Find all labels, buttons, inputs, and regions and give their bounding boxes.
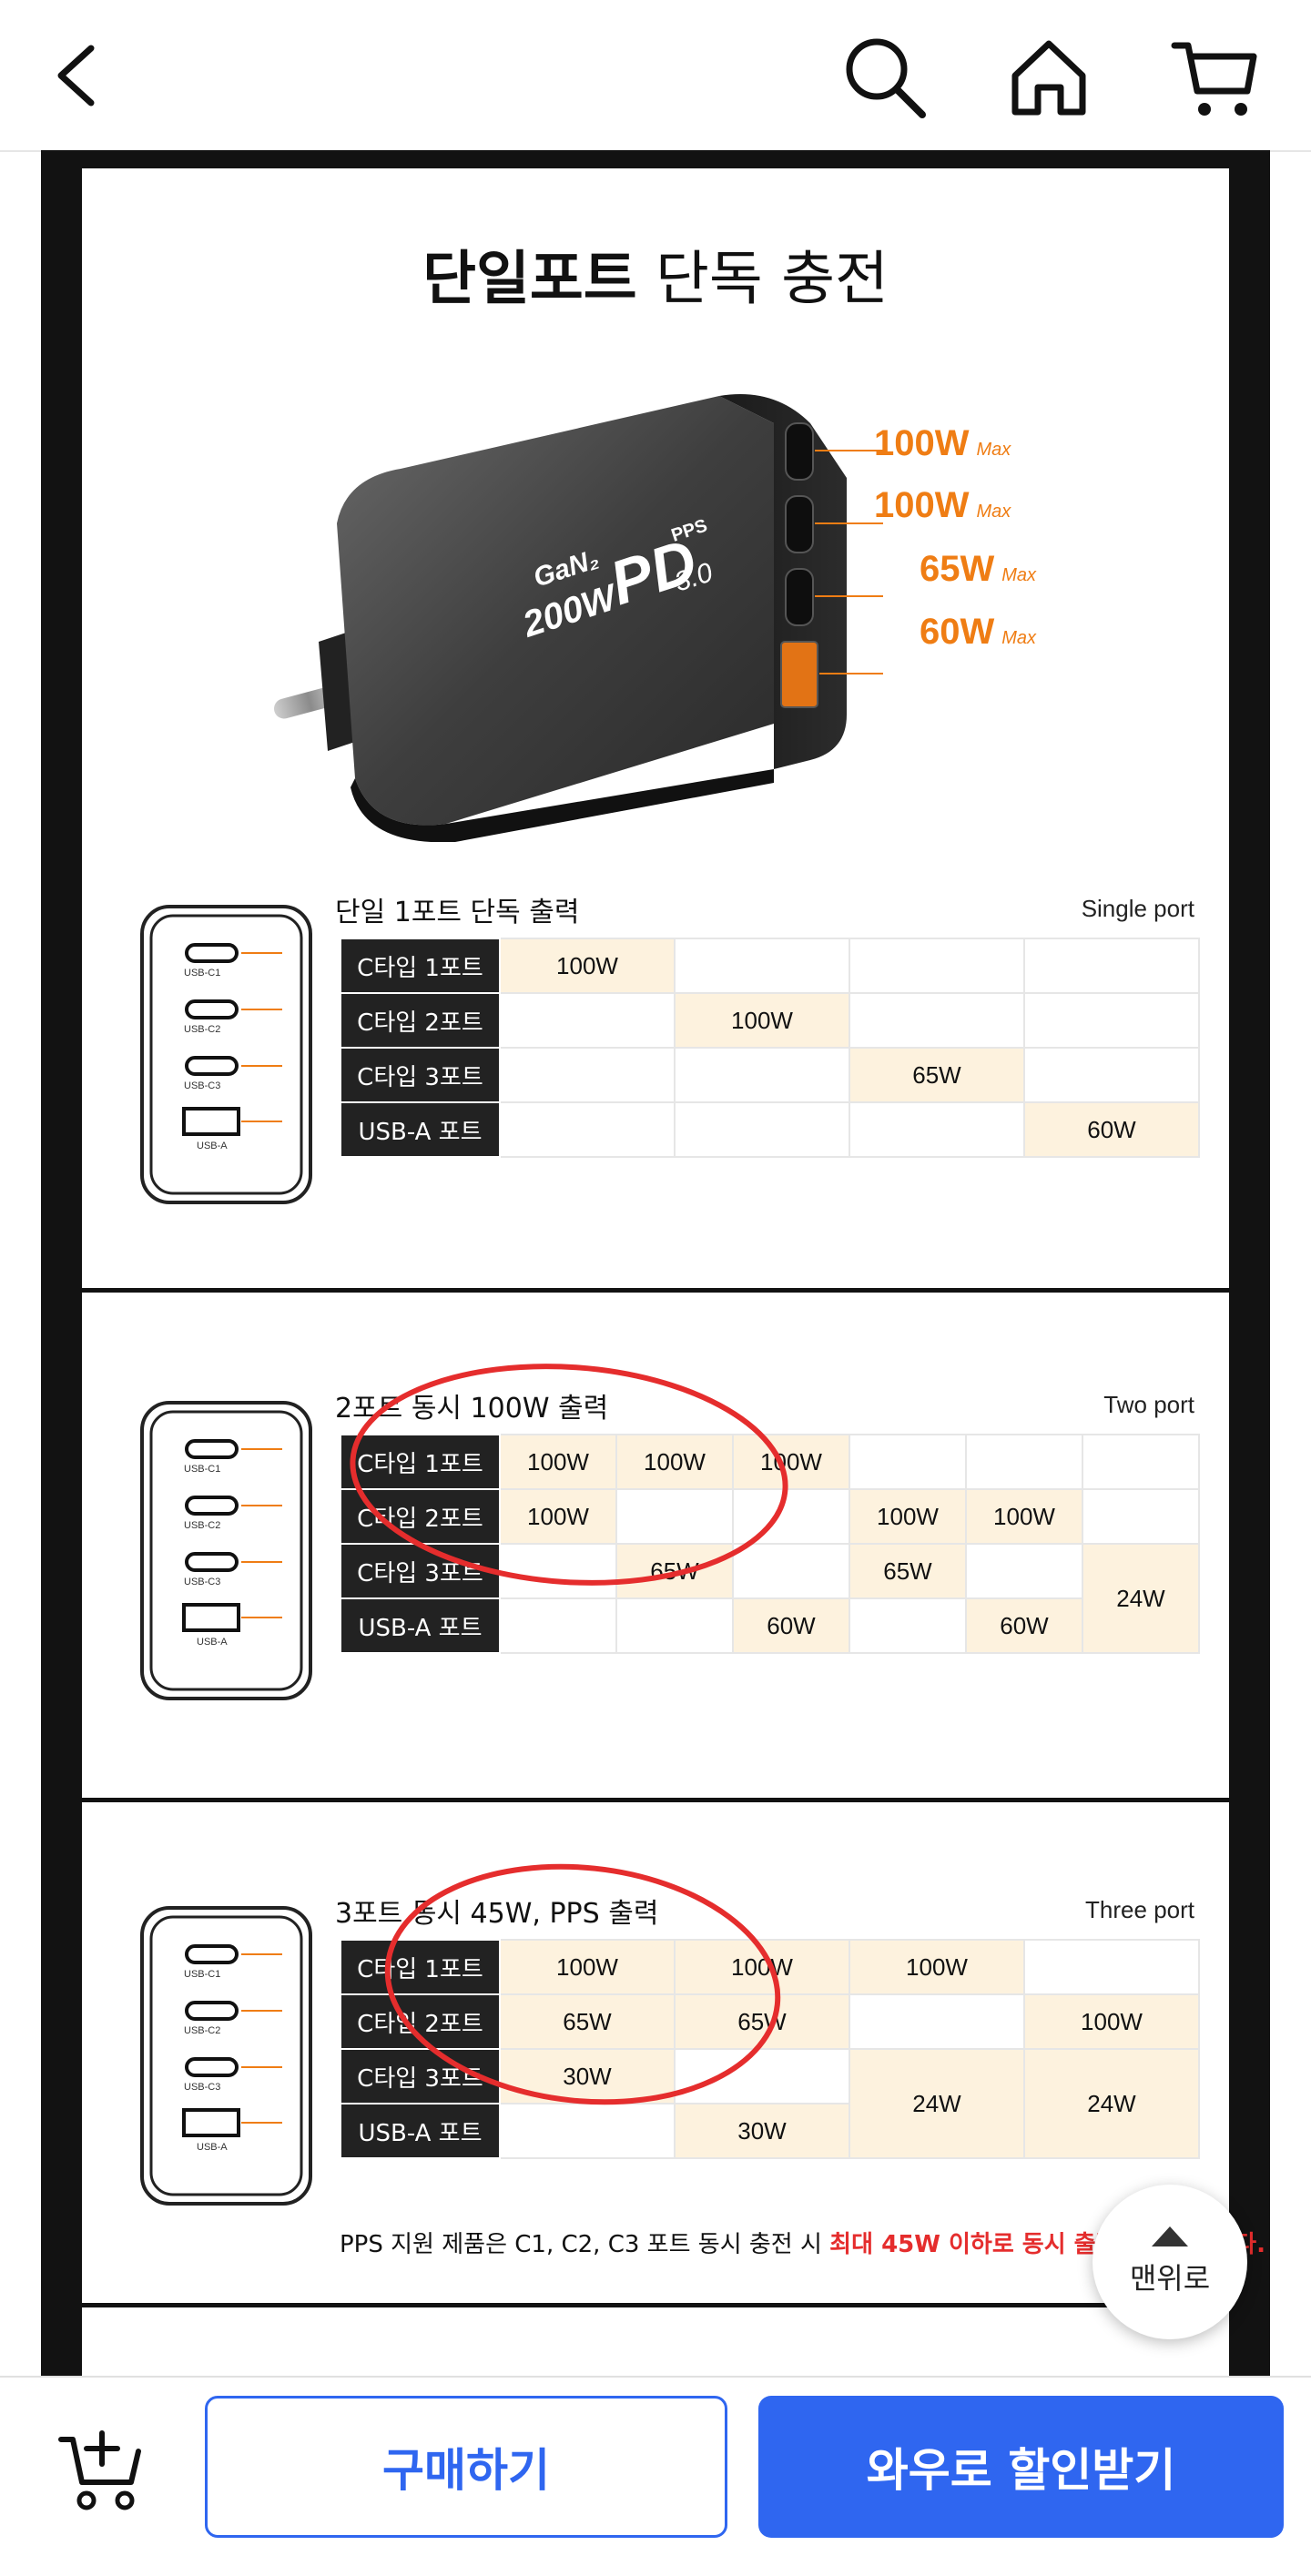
- charger-port-diagram: USB-C1 USB-C2 USB-C3 USB-A: [140, 905, 312, 1204]
- home-icon[interactable]: [1006, 35, 1092, 121]
- svg-text:USB-A: USB-A: [197, 1141, 228, 1151]
- table-row: USB-A 포트 60W: [340, 1101, 1200, 1158]
- single-port-table: C타입 1포트 100W C타입 2포트 100W C타입 3포트 65W: [340, 938, 1200, 1158]
- svg-text:USB-C2: USB-C2: [184, 1520, 220, 1531]
- cart-icon[interactable]: [1170, 36, 1261, 123]
- table-row: USB-A 포트 30W: [340, 2103, 1199, 2159]
- table-row: C타입 2포트 100W: [340, 992, 1200, 1049]
- svg-text:USB-C3: USB-C3: [184, 2082, 220, 2093]
- buy-button[interactable]: 구매하기: [205, 2396, 727, 2538]
- svg-text:USB-C3: USB-C3: [184, 1577, 220, 1587]
- section-subtitle: Three port: [1085, 1896, 1194, 1923]
- table-row: C타입 3포트 65W 65W 24W: [340, 1543, 1200, 1654]
- table-row: C타입 1포트 100W 100W 100W: [340, 1434, 1200, 1490]
- svg-text:USB-C2: USB-C2: [184, 2025, 220, 2036]
- svg-text:USB-C1: USB-C1: [184, 1969, 220, 1980]
- table-row: C타입 3포트 30W 24W 24W: [340, 2048, 1200, 2159]
- two-port-table: C타입 1포트 100W 100W 100W C타입 2포트 100W 100W…: [340, 1434, 1200, 1654]
- three-port-panel: USB-C1 USB-C2 USB-C3 USB-A 3포트 동시 45W, P…: [82, 1802, 1265, 2303]
- scroll-to-top-button[interactable]: 맨위로: [1092, 2185, 1247, 2339]
- search-icon[interactable]: [842, 35, 929, 121]
- charger-port-diagram: USB-C1 USB-C2 USB-C3 USB-A: [140, 1906, 312, 2206]
- charger-port-diagram: USB-C1 USB-C2 USB-C3 USB-A: [140, 1401, 312, 1700]
- arrow-up-icon: [1152, 2226, 1188, 2246]
- svg-text:USB-A: USB-A: [197, 2142, 228, 2153]
- table-row: USB-A 포트 60W 60W: [340, 1597, 1199, 1654]
- section-subtitle: Two port: [1103, 1391, 1194, 1418]
- two-port-panel: USB-C1 USB-C2 USB-C3 USB-A 2포트 동시 100W 출…: [82, 1293, 1229, 1798]
- cart-plus-icon[interactable]: [56, 2426, 147, 2517]
- top-nav-bar: [0, 0, 1311, 152]
- panel-title: 단일포트 단독 충전: [422, 246, 889, 313]
- section-title: 3포트 동시 45W, PPS 출력: [335, 1898, 659, 1930]
- chevron-left-icon[interactable]: [50, 41, 105, 109]
- table-row: C타입 1포트 100W 100W 100W: [340, 1939, 1200, 1995]
- wow-discount-button[interactable]: 와우로 할인받기: [758, 2396, 1284, 2538]
- red-circle-annotation: [350, 1364, 788, 1586]
- section-subtitle: Single port: [1081, 895, 1194, 922]
- red-circle-annotation: [384, 1863, 781, 2105]
- svg-text:USB-C1: USB-C1: [184, 968, 220, 979]
- three-port-table: C타입 1포트 100W 100W 100W C타입 2포트 65W 65W 1…: [340, 1939, 1200, 2159]
- product-detail-image-area: 단일포트 단독 충전: [41, 150, 1270, 2399]
- table-row: C타입 1포트 100W: [340, 938, 1200, 994]
- charger-product-image: GaN₂ 200W PD PPS 3.0: [273, 394, 883, 842]
- table-row: C타입 3포트 65W: [340, 1047, 1200, 1103]
- single-port-panel: 단일포트 단독 충전: [82, 168, 1229, 1288]
- svg-text:USB-C3: USB-C3: [184, 1080, 220, 1091]
- section-title: 단일 1포트 단독 출력: [335, 897, 580, 928]
- table-row: C타입 2포트 100W 100W 100W: [340, 1488, 1200, 1545]
- svg-text:USB-C1: USB-C1: [184, 1464, 220, 1475]
- svg-text:USB-C2: USB-C2: [184, 1024, 220, 1035]
- svg-text:USB-A: USB-A: [197, 1637, 228, 1648]
